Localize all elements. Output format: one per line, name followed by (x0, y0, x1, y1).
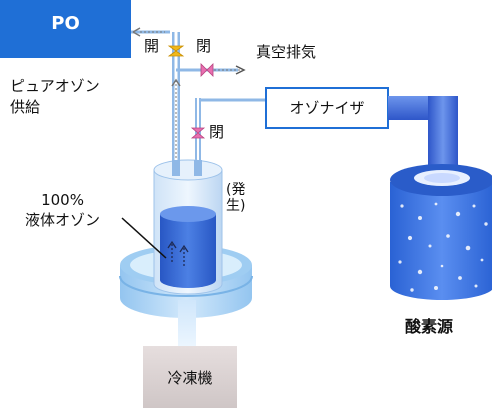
ozonizer-box (265, 87, 389, 129)
generating-label: (発生) (226, 182, 246, 214)
closed-valve-mid (190, 127, 206, 139)
liquid-ozone-text: 液体オゾン (25, 211, 101, 229)
liquid-percent-label: 100% (41, 191, 84, 209)
po-box (0, 0, 131, 58)
cold-stem (178, 300, 196, 350)
ozonizer-label: オゾナイザ (289, 99, 365, 117)
liquid-ozone-label: 100% 液体オゾン (25, 190, 100, 230)
pure-ozone-supply-line2: 供給 (10, 98, 41, 116)
ozone-vessel (153, 159, 223, 295)
pure-ozone-supply-line1: ピュアオゾン (10, 77, 100, 95)
oxygen-source-label: 酸素源 (405, 317, 454, 336)
freezer-label: 冷凍機 (167, 369, 213, 387)
oxygen-tank (390, 164, 492, 300)
liquid-pointer-line (121, 217, 167, 259)
flow-arrow-up (171, 78, 181, 87)
freezer-box (143, 346, 237, 408)
vacuum-exhaust-label: 真空排気 (256, 43, 317, 61)
open-valve (167, 45, 185, 57)
closed-valve-top-label: 閉 (196, 37, 212, 55)
flow-arrow-to-po (132, 27, 141, 37)
closed-valve-top (200, 63, 214, 77)
evaporation-arrows (167, 240, 189, 266)
po-label: PO (51, 13, 80, 34)
open-valve-label: 開 (144, 37, 160, 55)
pure-ozone-supply-label: ピュアオゾン 供給 (10, 76, 100, 118)
flow-arrow-vacuum (235, 65, 246, 75)
closed-valve-mid-label: 閉 (209, 123, 225, 141)
